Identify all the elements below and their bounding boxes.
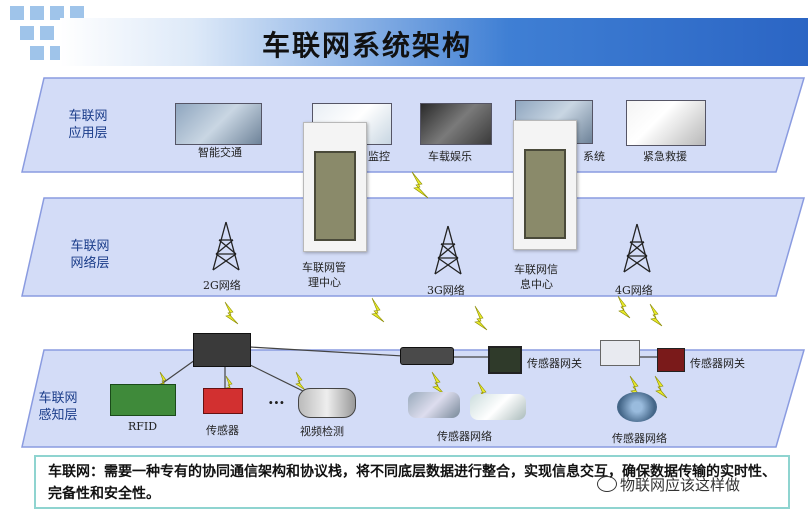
watermark-text: 物联网应该这样做 <box>620 476 741 494</box>
3g-network-caption: 3G网络 <box>427 284 465 297</box>
4g-tower-icon <box>623 223 651 273</box>
description-text: 车联网：需要一种专有的协同通信架构和协议栈，将不同底层数据进行整合，实现信息交互… <box>48 464 776 502</box>
sensor-device <box>203 388 243 414</box>
info-center-rack <box>524 149 566 239</box>
monitor-caption: 监控 <box>368 150 390 163</box>
wechat-icon <box>597 476 617 492</box>
camera-device <box>298 388 356 418</box>
management-center-cabinet <box>303 122 367 252</box>
management-center-rack <box>314 151 356 241</box>
2g-network-caption: 2G网络 <box>203 279 241 292</box>
car-1 <box>408 392 460 418</box>
video-detection-caption: 视频检测 <box>300 425 344 438</box>
perception-layer-label-line1: 车联网 <box>38 391 78 406</box>
network-layer-label-line1: 车联网 <box>70 239 110 254</box>
sensor-network-caption-1: 传感器网络 <box>437 430 492 443</box>
title-bar <box>60 18 808 66</box>
sensor-network-cluster <box>617 392 657 422</box>
system-caption: 系统 <box>583 150 605 163</box>
gateway-device-3 <box>657 348 685 372</box>
rescue-photo <box>626 100 706 146</box>
application-layer-label-line2: 应用层 <box>68 126 108 141</box>
info-center-cabinet <box>513 120 577 250</box>
network-layer-band <box>21 197 805 297</box>
network-layer-label-line2: 网络层 <box>70 256 110 271</box>
application-layer-label-line1: 车联网 <box>68 109 108 124</box>
car-2 <box>470 394 526 420</box>
3g-tower-icon <box>434 225 462 275</box>
2g-tower-icon <box>212 221 240 271</box>
4g-network-caption: 4G网络 <box>615 284 653 297</box>
management-center-caption-line1: 车联网管 <box>302 261 346 274</box>
application-layer-label: 车联网 应用层 <box>60 108 116 142</box>
rescue-caption: 紧急救援 <box>643 150 687 163</box>
description-box: 车联网：需要一种专有的协同通信架构和协议栈，将不同底层数据进行整合，实现信息交互… <box>34 455 790 509</box>
traffic-photo <box>175 103 262 145</box>
management-center-caption: 车联网管 理中心 <box>302 260 346 290</box>
application-layer-band <box>21 77 806 173</box>
gateway-device-1 <box>488 346 522 374</box>
perception-layer-label-line2: 感知层 <box>38 408 78 423</box>
gateway-caption-2: 传感器网关 <box>690 357 745 370</box>
traffic-caption: 智能交通 <box>198 146 242 159</box>
gateway-caption-1: 传感器网关 <box>527 357 582 370</box>
network-layer-label: 车联网 网络层 <box>62 238 118 272</box>
ellipsis-dots: ··· <box>268 393 285 412</box>
entertainment-caption: 车载娱乐 <box>428 150 472 163</box>
rfid-caption: RFID <box>128 420 158 433</box>
info-center-caption-line2: 息中心 <box>520 278 553 291</box>
info-center-caption: 车联网信 息中心 <box>514 262 558 292</box>
router-device <box>193 333 251 367</box>
page-title: 车联网系统架构 <box>262 29 473 62</box>
entertainment-photo <box>420 103 492 145</box>
sensor-caption: 传感器 <box>206 424 239 437</box>
info-center-caption-line1: 车联网信 <box>514 263 558 276</box>
perception-layer-label: 车联网 感知层 <box>30 390 86 424</box>
vehicle-terminal-device <box>400 347 454 365</box>
rfid-board <box>110 384 176 416</box>
management-center-caption-line2: 理中心 <box>308 276 341 289</box>
gateway-device-2-box <box>600 340 640 366</box>
sensor-network-caption-2: 传感器网络 <box>612 432 667 445</box>
